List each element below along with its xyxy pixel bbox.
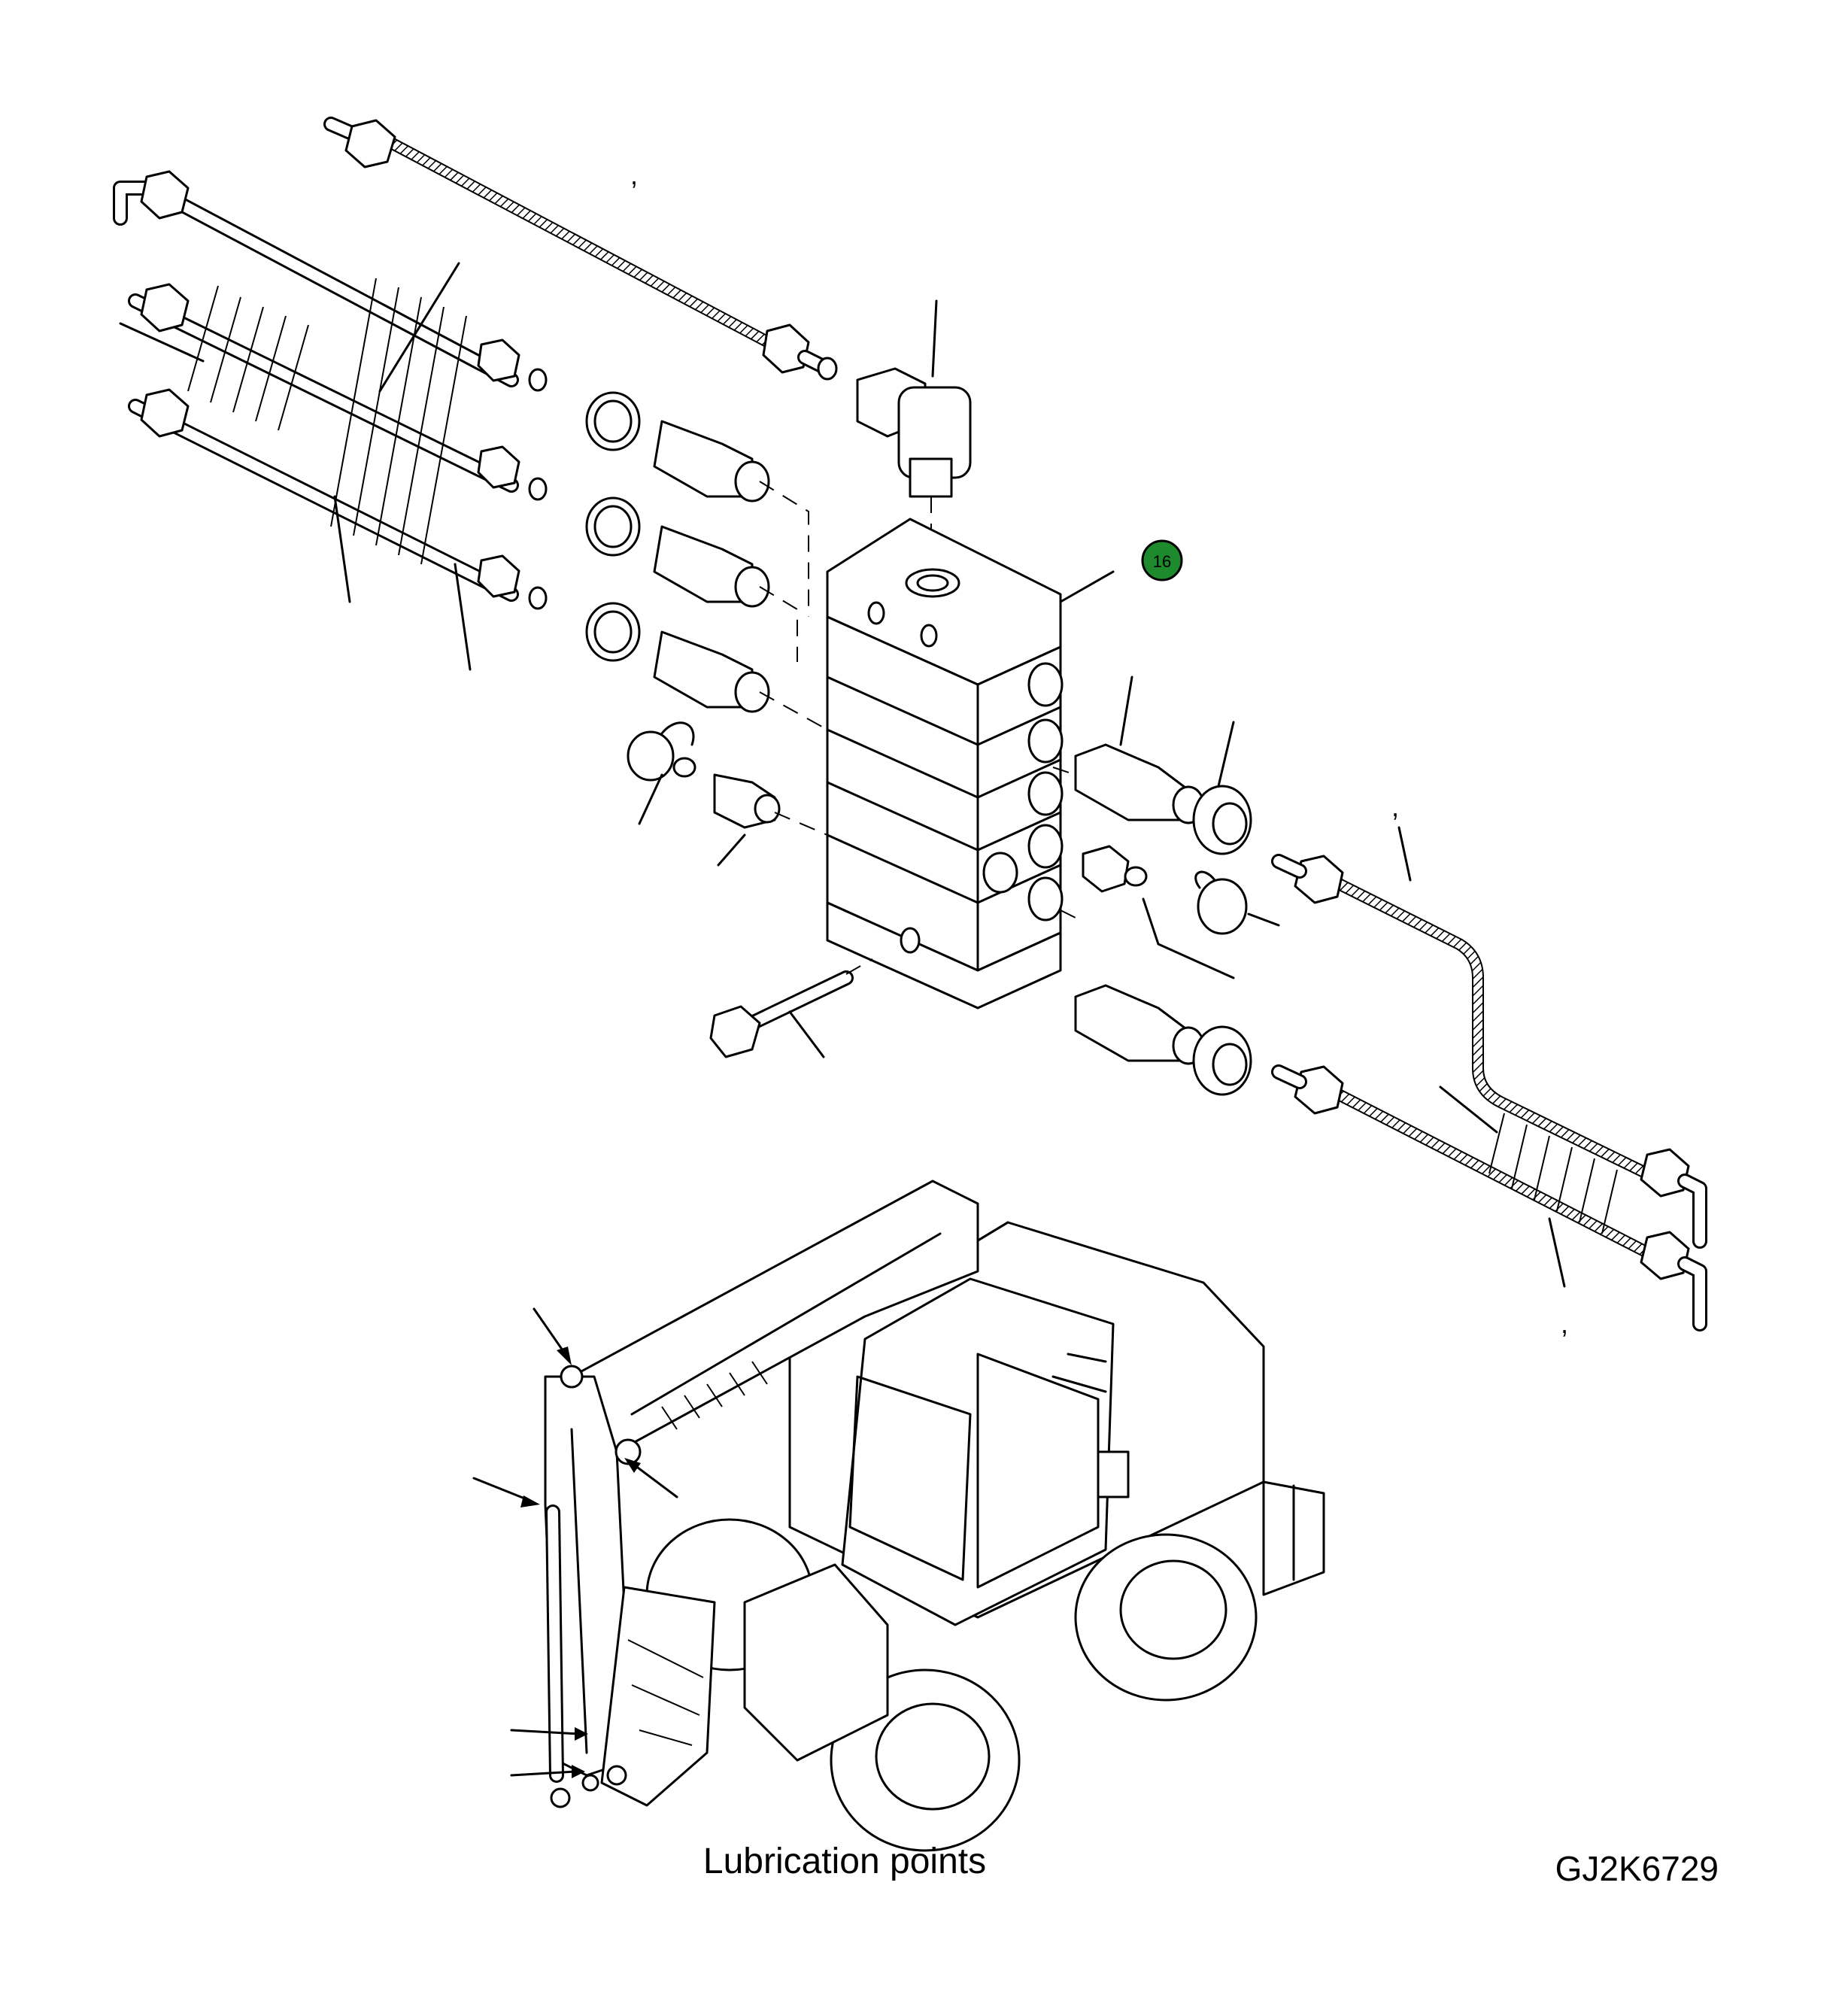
- hose-upper: [323, 117, 838, 381]
- fitting-row-3: [585, 602, 828, 730]
- lube-arrow-2: [624, 1458, 678, 1498]
- lube-arrow-1: [533, 1307, 572, 1365]
- distribution-block: [826, 518, 1115, 1010]
- hoses-right: [1271, 826, 1707, 1331]
- hose-upper-nut-left: [323, 117, 396, 169]
- callout-number: 16: [1153, 552, 1171, 571]
- tick-mark-1: ,: [630, 159, 638, 190]
- fitting-row-2: [585, 496, 798, 662]
- drawing-code: GJ2K6729: [1555, 1849, 1719, 1888]
- callout-16[interactable]: 16: [1141, 539, 1183, 581]
- fittings-right: [1052, 676, 1280, 1096]
- tick-mark-2: ,: [1391, 791, 1399, 822]
- tick-mark-3: ,: [1561, 1308, 1568, 1339]
- fittings-left: [585, 391, 828, 867]
- lube-arrow-4: [510, 1727, 588, 1741]
- bolt: [709, 958, 873, 1058]
- fitting-row-1: [585, 391, 809, 617]
- grease-nipple-cap-right: [1194, 870, 1280, 935]
- lube-arrow-3: [472, 1477, 540, 1508]
- hose-upper-nut-right: [762, 323, 838, 381]
- grease-nipple-left: [713, 773, 828, 867]
- grease-nipple-cap-left: [627, 721, 696, 825]
- steel-pipes-left: [113, 170, 548, 671]
- lube-arrow-5: [510, 1765, 585, 1778]
- elbow-fitting: [856, 299, 972, 545]
- caption: Lubrication points: [703, 1841, 986, 1881]
- excavator-illustration: [472, 1180, 1325, 1852]
- grease-nipple-right: [1082, 845, 1235, 979]
